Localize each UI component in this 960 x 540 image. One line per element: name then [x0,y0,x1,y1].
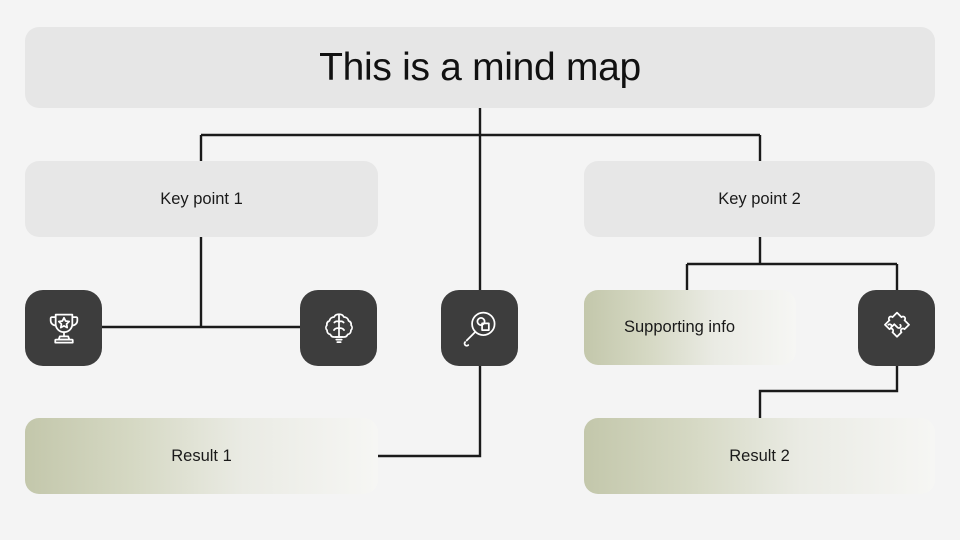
node-supporting-info-label: Supporting info [624,318,735,336]
mind-map-title-label: This is a mind map [319,45,641,89]
node-result-2[interactable]: Result 2 [584,418,935,494]
node-key-point-1-label: Key point 1 [160,189,243,208]
magnifier-shapes-icon-tile[interactable] [441,290,518,366]
node-result-1-label: Result 1 [171,446,232,465]
trophy-icon [49,313,78,344]
mind-map-title: This is a mind map [25,27,935,108]
node-key-point-2[interactable]: Key point 2 [584,161,935,237]
puzzle-piece-icon [883,311,910,338]
connector-puzzle-to-result-2 [758,366,899,418]
magnifier-shapes-icon [463,311,495,347]
brain-lightbulb-icon-tile[interactable] [300,290,377,366]
node-supporting-info[interactable]: Supporting info [584,290,796,365]
node-key-point-1[interactable]: Key point 1 [25,161,378,237]
puzzle-piece-icon-tile[interactable] [858,290,935,366]
node-result-2-label: Result 2 [729,446,790,465]
node-result-1[interactable]: Result 1 [25,418,378,494]
trophy-icon-tile[interactable] [25,290,102,366]
connector-magnifier-to-result-1 [378,366,482,458]
node-key-point-2-label: Key point 2 [718,189,801,208]
brain-lightbulb-icon [324,313,353,344]
